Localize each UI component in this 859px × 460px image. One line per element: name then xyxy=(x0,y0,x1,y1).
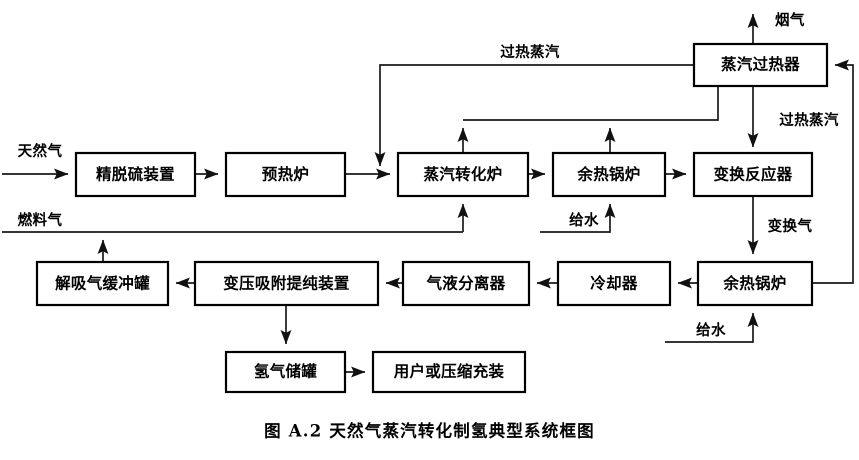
stream-label-fuel-gas: 燃料气 xyxy=(18,211,63,229)
stream-label-superheated-steam-right: 过热蒸汽 xyxy=(779,111,839,129)
node-psa-purifier[interactable]: 变压吸附提纯装置 xyxy=(193,260,380,307)
stream-label-natural-gas: 天然气 xyxy=(18,142,63,160)
connector-layer xyxy=(2,13,854,378)
figure-caption: 图 A.2 天然气蒸汽转化制氢典型系统框图 xyxy=(264,421,595,441)
node-desorption-buffer[interactable]: 解吸气缓冲罐 xyxy=(35,260,170,307)
edge-waste-heat-boiler-2-to-superheater xyxy=(812,59,854,284)
node-label-steam-superheater: 蒸汽过热器 xyxy=(721,55,800,74)
figure-caption-text: 图 A.2 天然气蒸汽转化制氢典型系统框图 xyxy=(264,421,595,441)
node-hydrogen-tank[interactable]: 氢气储罐 xyxy=(224,350,347,394)
edge-superheater-to-steam-reformer-steam xyxy=(374,64,694,167)
stream-label-feedwater-bottom: 给水 xyxy=(696,321,726,339)
stream-label-feedwater-mid: 给水 xyxy=(569,211,599,229)
stream-label-flue-gas: 烟气 xyxy=(775,11,805,29)
node-steam-reformer[interactable]: 蒸汽转化炉 xyxy=(396,151,530,198)
stream-label-shift-gas: 变换气 xyxy=(768,217,813,235)
edge-steam-manifold-to-superheater xyxy=(463,86,719,121)
node-label-desorption-buffer: 解吸气缓冲罐 xyxy=(55,274,150,293)
node-label-user-or-filling: 用户或压缩充装 xyxy=(394,362,505,381)
node-label-hydrogen-tank: 氢气储罐 xyxy=(254,362,317,381)
node-label-waste-heat-boiler-2: 余热锅炉 xyxy=(722,274,786,293)
node-preheater[interactable]: 预热炉 xyxy=(224,151,347,198)
node-desulfurizer[interactable]: 精脱硫装置 xyxy=(74,151,197,198)
node-gas-liquid-separator[interactable]: 气液分离器 xyxy=(401,260,531,307)
stream-label-layer: 天然气 燃料气 烟气 过热蒸汽 过热蒸汽 变换气 给水 给水 xyxy=(18,11,839,339)
node-user-or-filling[interactable]: 用户或压缩充装 xyxy=(371,350,527,394)
node-label-steam-reformer: 蒸汽转化炉 xyxy=(423,165,502,184)
node-waste-heat-boiler-1[interactable]: 余热锅炉 xyxy=(551,151,667,198)
edge-feedwater-to-waste-heat-boiler-1 xyxy=(540,203,616,233)
node-label-waste-heat-boiler-1: 余热锅炉 xyxy=(576,165,640,184)
node-label-gas-liquid-separator: 气液分离器 xyxy=(425,274,505,293)
node-waste-heat-boiler-2[interactable]: 余热锅炉 xyxy=(696,260,814,307)
node-label-cooler: 冷却器 xyxy=(590,274,638,293)
node-layer: 精脱硫装置 预热炉 蒸汽转化炉 余热锅炉 变换反应器 蒸汽过热器 xyxy=(35,42,829,394)
stream-label-superheated-steam-top: 过热蒸汽 xyxy=(500,43,560,61)
node-label-shift-reactor: 变换反应器 xyxy=(713,165,792,184)
node-label-desulfurizer: 精脱硫装置 xyxy=(96,165,175,184)
node-label-preheater: 预热炉 xyxy=(262,165,309,184)
node-label-psa-purifier: 变压吸附提纯装置 xyxy=(223,274,349,293)
edge-feedwater-to-waste-heat-boiler-2 xyxy=(665,312,759,343)
node-steam-superheater[interactable]: 蒸汽过热器 xyxy=(692,42,829,88)
node-cooler[interactable]: 冷却器 xyxy=(556,260,672,307)
node-shift-reactor[interactable]: 变换反应器 xyxy=(692,151,814,198)
